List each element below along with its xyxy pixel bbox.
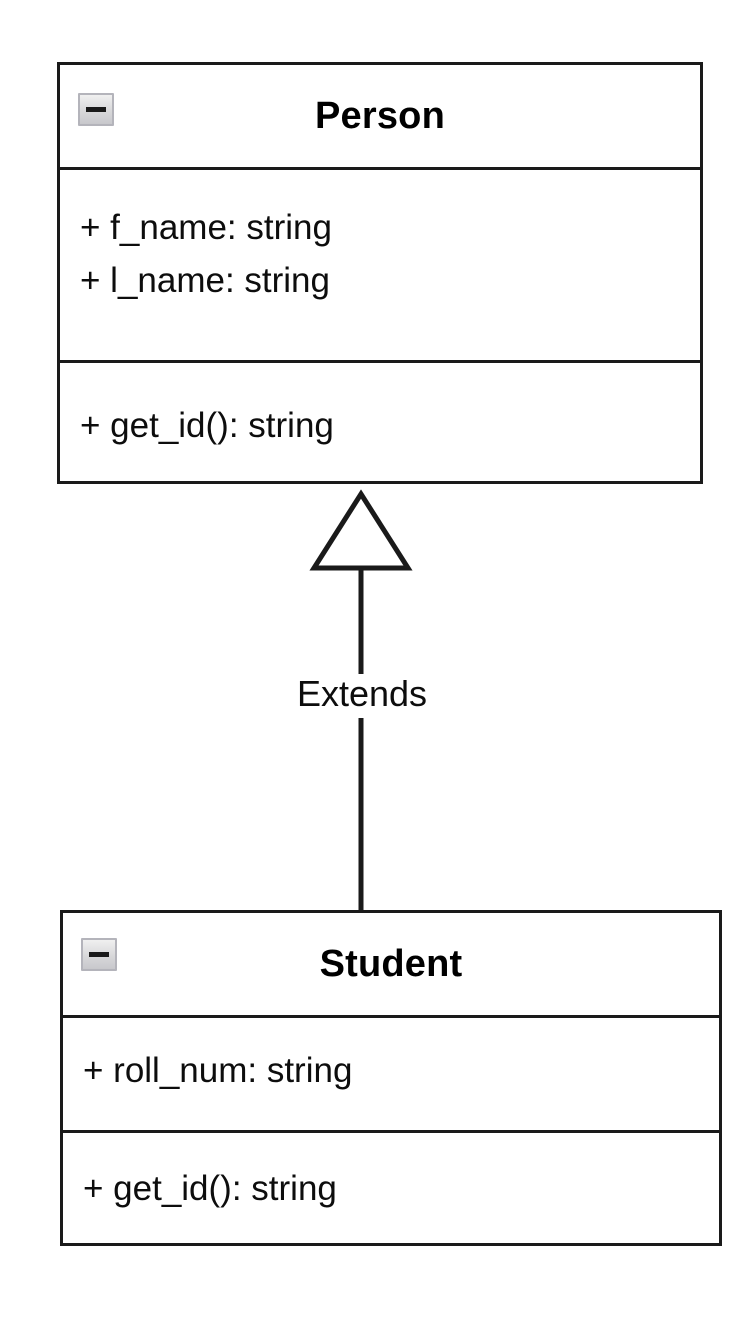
- class-header-person: Person: [60, 65, 700, 170]
- relationship-label-extends: Extends: [276, 674, 448, 718]
- class-header-student: Student: [63, 913, 719, 1018]
- class-methods-person: + get_id(): string: [60, 360, 700, 478]
- uml-class-student[interactable]: Student + roll_num: string + get_id(): s…: [60, 910, 722, 1246]
- minus-icon[interactable]: [78, 93, 114, 126]
- attribute-row: + f_name: string: [80, 208, 332, 247]
- hollow-triangle-arrowhead: [309, 489, 413, 571]
- method-row: + get_id(): string: [83, 1169, 337, 1208]
- attribute-row: + l_name: string: [80, 261, 330, 300]
- uml-class-person[interactable]: Person + f_name: string + l_name: string…: [57, 62, 703, 484]
- class-methods-student: + get_id(): string: [63, 1130, 719, 1243]
- minus-icon[interactable]: [81, 938, 117, 971]
- class-name-person: Person: [314, 95, 446, 137]
- class-name-student: Student: [319, 943, 463, 985]
- class-attributes-student: + roll_num: string: [63, 1018, 719, 1130]
- method-row: + get_id(): string: [80, 406, 334, 445]
- class-attributes-person: + f_name: string + l_name: string: [60, 170, 700, 360]
- attribute-row: + roll_num: string: [83, 1051, 353, 1090]
- minus-icon-bar: [86, 107, 106, 112]
- minus-icon-bar: [89, 952, 109, 957]
